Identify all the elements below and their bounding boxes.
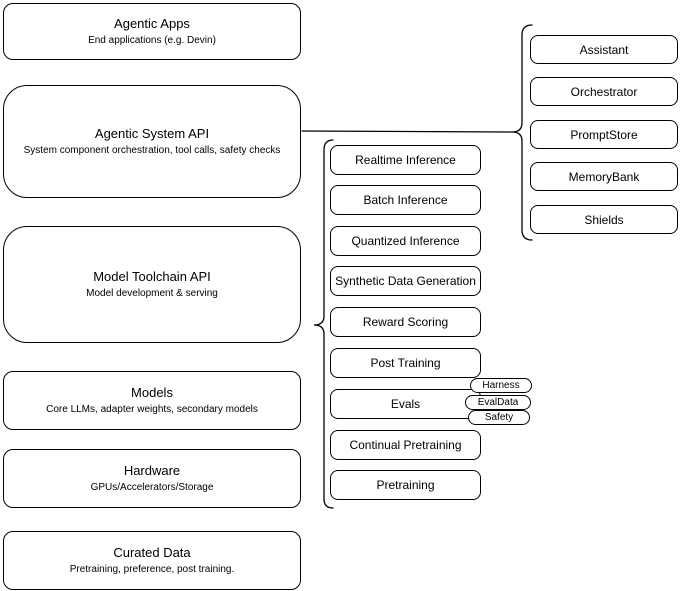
node-subtitle: End applications (e.g. Devin)	[88, 35, 216, 46]
node-agentic-apps[interactable]: Agentic Apps End applications (e.g. Devi…	[3, 3, 301, 60]
node-subtitle: GPUs/Accelerators/Storage	[90, 482, 214, 493]
node-label: PromptStore	[570, 127, 638, 142]
node-label: MemoryBank	[568, 169, 640, 184]
node-title: Agentic System API	[94, 126, 210, 141]
node-model-toolchain-api[interactable]: Model Toolchain API Model development & …	[3, 226, 301, 343]
node-agentic-system-api[interactable]: Agentic System API System component orch…	[3, 85, 301, 198]
node-title: Model Toolchain API	[93, 269, 211, 284]
node-hardware[interactable]: Hardware GPUs/Accelerators/Storage	[3, 449, 301, 508]
node-title: Curated Data	[113, 545, 191, 560]
node-eval-safety[interactable]: Safety	[468, 410, 530, 425]
node-subtitle: Model development & serving	[86, 288, 218, 299]
node-synthetic-data-generation[interactable]: Synthetic Data Generation	[330, 266, 481, 296]
node-title: Models	[131, 385, 173, 400]
node-label: Assistant	[579, 42, 629, 57]
node-title: Agentic Apps	[114, 16, 190, 31]
node-label: Orchestrator	[570, 84, 638, 99]
node-assistant[interactable]: Assistant	[530, 35, 678, 64]
node-title: Hardware	[123, 463, 181, 478]
node-label: Continual Pretraining	[349, 438, 462, 452]
node-label: EvalData	[477, 397, 519, 408]
node-label: Shields	[584, 212, 624, 227]
node-realtime-inference[interactable]: Realtime Inference	[330, 145, 481, 175]
node-post-training[interactable]: Post Training	[330, 348, 481, 378]
node-batch-inference[interactable]: Batch Inference	[330, 185, 481, 215]
node-subtitle: Core LLMs, adapter weights, secondary mo…	[46, 404, 258, 415]
node-subtitle: System component orchestration, tool cal…	[23, 145, 281, 156]
node-label: Safety	[484, 412, 514, 423]
node-eval-harness[interactable]: Harness	[470, 378, 532, 393]
node-memorybank[interactable]: MemoryBank	[530, 162, 678, 191]
node-eval-evaldata[interactable]: EvalData	[465, 395, 531, 410]
node-shields[interactable]: Shields	[530, 205, 678, 234]
connector-line-system-api	[301, 130, 513, 133]
node-curated-data[interactable]: Curated Data Pretraining, preference, po…	[3, 531, 301, 590]
brace-system-components	[511, 24, 533, 241]
node-continual-pretraining[interactable]: Continual Pretraining	[330, 430, 481, 460]
node-label: Pretraining	[376, 478, 435, 492]
node-orchestrator[interactable]: Orchestrator	[530, 77, 678, 106]
node-label: Synthetic Data Generation	[335, 274, 476, 288]
node-models[interactable]: Models Core LLMs, adapter weights, secon…	[3, 371, 301, 430]
node-evals[interactable]: Evals	[330, 389, 481, 419]
node-label: Realtime Inference	[355, 153, 456, 167]
node-reward-scoring[interactable]: Reward Scoring	[330, 307, 481, 337]
node-label: Batch Inference	[363, 193, 448, 207]
node-label: Quantized Inference	[351, 234, 460, 248]
node-quantized-inference[interactable]: Quantized Inference	[330, 226, 481, 256]
node-label: Reward Scoring	[362, 315, 449, 329]
node-label: Harness	[482, 380, 520, 391]
node-label: Post Training	[370, 356, 441, 370]
node-subtitle: Pretraining, preference, post training.	[69, 564, 235, 575]
node-promptstore[interactable]: PromptStore	[530, 120, 678, 149]
node-label: Evals	[390, 397, 421, 411]
node-pretraining[interactable]: Pretraining	[330, 470, 481, 500]
